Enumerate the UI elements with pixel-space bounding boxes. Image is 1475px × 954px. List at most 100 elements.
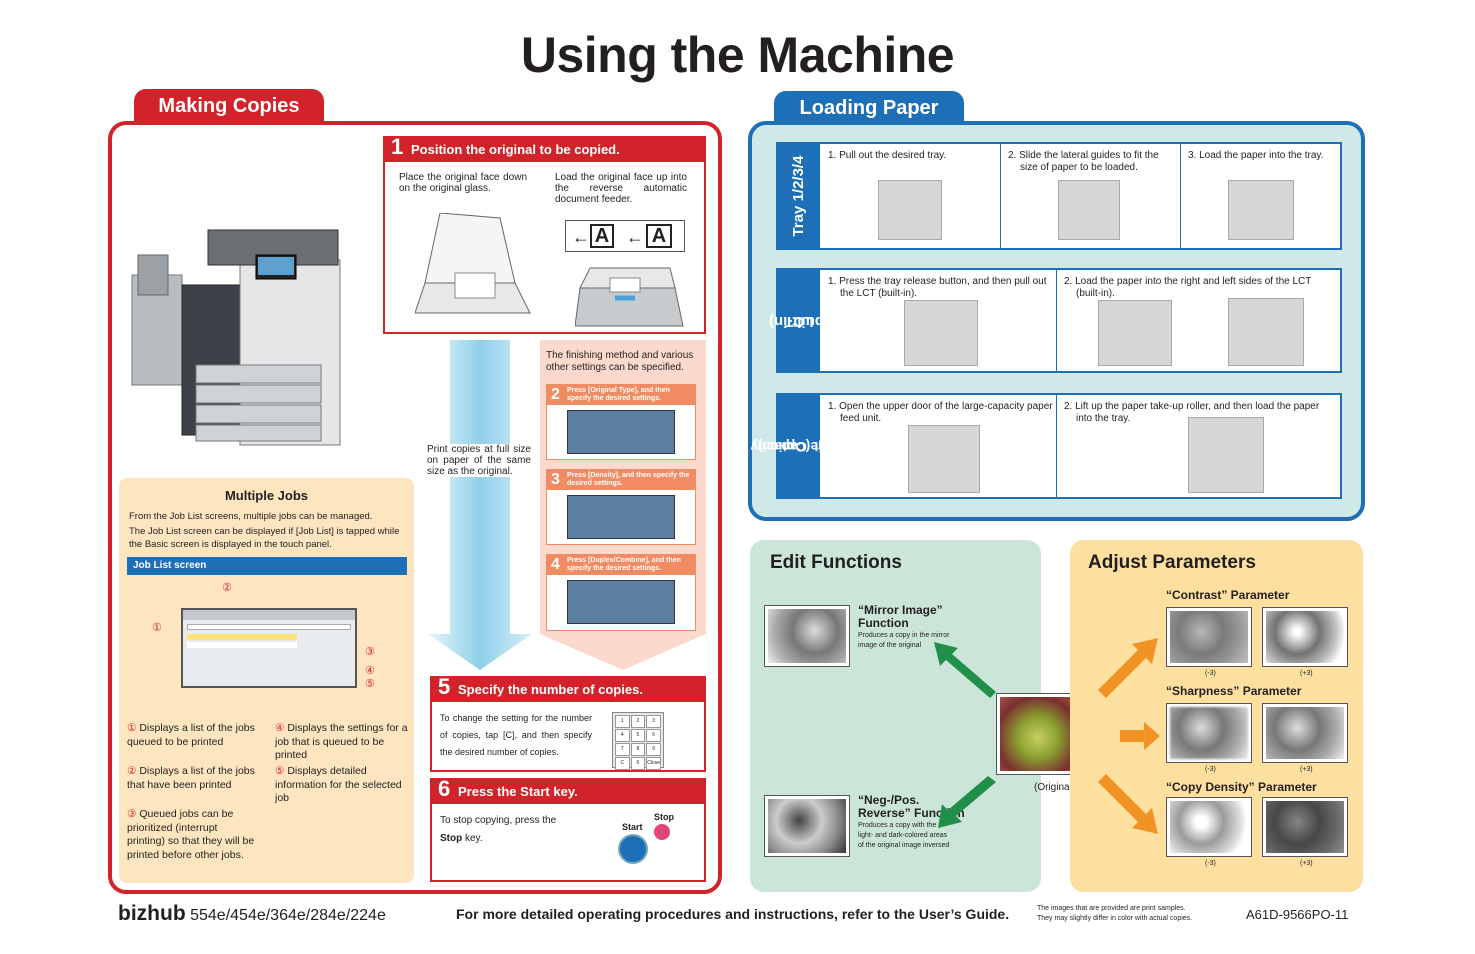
keypad-key[interactable]: Close [646, 757, 661, 770]
step-2-number: 2 [551, 386, 560, 403]
sharpness-plus-image [1262, 703, 1348, 763]
multiple-jobs-panel: Multiple Jobs From the Job List screens,… [119, 478, 414, 883]
duplex-screen [567, 580, 675, 624]
multiple-jobs-p1: From the Job List screens, multiple jobs… [129, 511, 373, 522]
step-3-title: Press [Density], and then specify the de… [567, 472, 690, 487]
keypad-key[interactable]: 0 [630, 757, 646, 770]
sample-note: The images that are provided are print s… [1037, 905, 1193, 922]
contrast-title: “Contrast” Parameter [1166, 588, 1290, 602]
multiple-jobs-title: Multiple Jobs [224, 488, 309, 503]
step-1-box: 1 Position the original to be copied. Pla… [383, 134, 706, 334]
original-caption: (Original) [1034, 782, 1076, 793]
lct-step-1: 1. Press the tray release button, and th… [828, 276, 1047, 299]
step-6-box: 6 Press the Start key. To stop copying, p… [430, 776, 706, 882]
lcu-step-2: 2. Lift up the paper take-up roller, and… [1064, 401, 1320, 424]
sharpness-plus-caption: (+3) [1300, 766, 1313, 773]
main-flow-arrow [428, 340, 532, 670]
feed-direction-diagram: ← A ← A [565, 220, 685, 252]
step-1-title: Position the original to be copied. [411, 142, 620, 157]
keypad-key[interactable]: 1 [615, 715, 630, 728]
step-4-box: 4 Press [Duplex/Combine], and then specif… [546, 554, 696, 631]
sharpness-minus-image [1166, 703, 1252, 763]
adjust-parameters-title: Adjust Parameters [1088, 552, 1256, 573]
step-5-number: 5 [438, 674, 451, 699]
step-1-number: 1 [391, 134, 404, 159]
density-screen [567, 495, 675, 539]
job-item-1: ① Displays a list of the jobs queued to … [127, 722, 255, 748]
mirror-desc: Produces a copy in the mirror image of t… [858, 632, 950, 649]
adf-illustration [575, 267, 684, 327]
job-item-4: ④ Displays the settings for a job that i… [275, 722, 408, 761]
step-6-title: Press the Start key. [458, 784, 578, 799]
negpos-sample-image [764, 795, 850, 857]
step-4-number: 4 [551, 556, 560, 573]
adjust-arrows [1098, 638, 1160, 834]
keypad-key[interactable]: 3 [646, 715, 661, 728]
tray-step-3: 3. Load the paper into the tray. [1188, 150, 1324, 161]
callout-4: ④ [365, 665, 375, 677]
step-2-box: 2 Press [Original Type], and then specify… [546, 384, 696, 460]
keypad-key[interactable]: C [615, 757, 630, 770]
density-plus-caption: (+3) [1300, 860, 1313, 867]
step-3-number: 3 [551, 471, 560, 488]
orientation-glyph-1: A [590, 224, 614, 248]
step-2-title: Press [Original Type], and then specify … [567, 387, 670, 402]
stop-key[interactable] [654, 824, 670, 840]
stop-key-label: Stop [654, 812, 674, 822]
options-intro: The finishing method and various other s… [546, 350, 694, 373]
step-6-text: To stop copying, press the Stop key. [440, 815, 557, 844]
start-key-label: Start [622, 822, 643, 832]
contrast-plus-image [1262, 607, 1348, 667]
making-copies-tab: Making Copies [134, 89, 324, 123]
negpos-desc: Produces a copy with the light- and dark… [858, 822, 950, 849]
contrast-plus-caption: (+3) [1300, 670, 1313, 677]
callout-2: ② [222, 582, 232, 594]
tray-guides-illustration [1058, 180, 1120, 240]
loading-paper-tab: Loading Paper [774, 91, 964, 125]
lct-load-right-illustration [1228, 298, 1304, 366]
keypad-key[interactable]: 6 [646, 729, 661, 742]
copier-illustration [131, 229, 341, 446]
contrast-minus-image [1166, 607, 1252, 667]
density-plus-image [1262, 797, 1348, 857]
keypad-key[interactable]: 2 [630, 715, 646, 728]
keypad-key[interactable]: 9 [646, 743, 661, 756]
density-title: “Copy Density” Parameter [1166, 780, 1317, 794]
brand-logo: bizhub [118, 902, 186, 925]
full-size-note: Print copies at full size on paper of th… [427, 444, 531, 477]
tray-load-illustration [1228, 180, 1294, 240]
start-key[interactable] [618, 834, 648, 864]
edit-arrows [934, 642, 996, 828]
keypad-key[interactable]: 4 [615, 729, 630, 742]
density-minus-caption: (-3) [1205, 860, 1216, 867]
keypad-key[interactable]: 8 [630, 743, 646, 756]
lct-pull-illustration [904, 300, 978, 366]
step-1-glass-text: Place the original face down on the orig… [399, 172, 527, 194]
lct-step-2: 2. Load the paper into the right and lef… [1064, 276, 1312, 299]
keypad-key[interactable]: 5 [630, 729, 646, 742]
step-4-title: Press [Duplex/Combine], and then specify… [567, 557, 681, 572]
lcu-step-1: 1. Open the upper door of the large-capa… [828, 401, 1053, 424]
tray-row: Tray 1/2/3/4 1. Pull out the desired tra… [776, 142, 1342, 250]
lcu-door-illustration [908, 425, 980, 493]
callout-5: ⑤ [365, 678, 375, 690]
mirror-title: “Mirror Image” Function [858, 603, 943, 630]
job-list-screen-bar: Job List screen [127, 557, 407, 575]
negpos-title: “Neg-/Pos. Reverse” Function [858, 793, 965, 820]
lct-row: LCT(built-in) 1. Press the tray release … [769, 268, 1342, 373]
callout-1: ① [152, 622, 162, 634]
keypad-key[interactable]: 7 [615, 743, 630, 756]
tray-step-2: 2. Slide the lateral guides to fit the s… [1008, 150, 1159, 173]
lct-load-left-illustration [1098, 300, 1172, 366]
job-item-3: ③ Queued jobs can be prioritized (interr… [127, 808, 255, 861]
orientation-glyph-2: A [646, 224, 672, 248]
brand-line: bizhub 554e/454e/364e/284e/224e [118, 902, 386, 926]
contrast-minus-caption: (-3) [1205, 670, 1216, 677]
model-list: 554e/454e/364e/284e/224e [185, 907, 386, 924]
step-6-number: 6 [438, 776, 451, 801]
job-list-screenshot [181, 608, 357, 688]
users-guide-reference: For more detailed operating procedures a… [456, 906, 1010, 922]
